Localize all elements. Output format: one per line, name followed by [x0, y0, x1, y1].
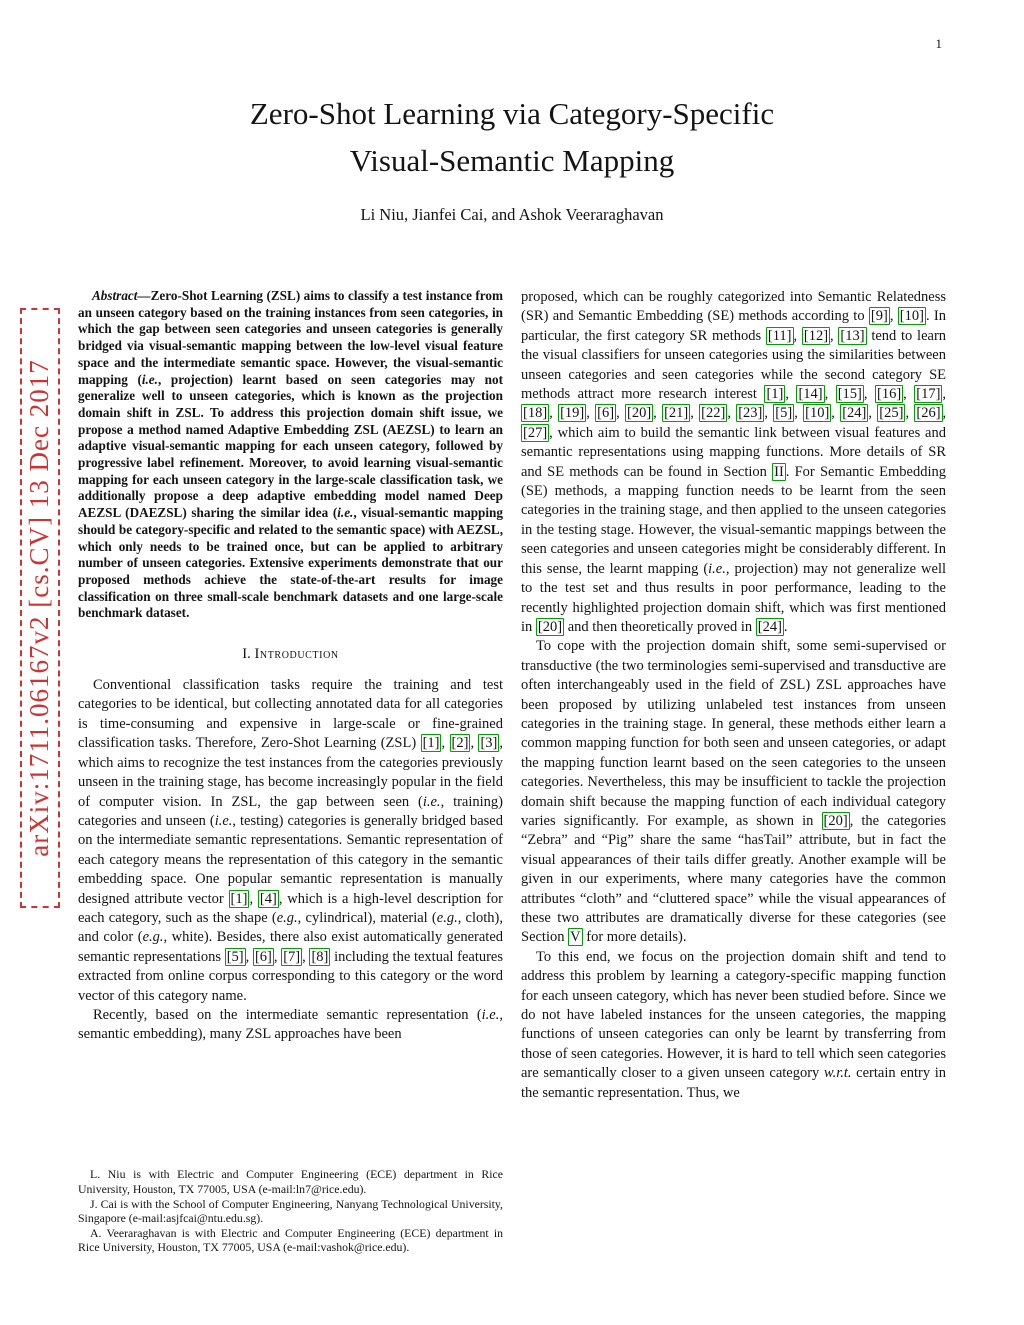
section-ref-link[interactable]: II: [772, 462, 786, 481]
section-title: Introduction: [254, 646, 339, 663]
left-column: Abstract—Zero-Shot Learning (ZSL) aims t…: [78, 288, 503, 1255]
paper-title-line-2: Visual-Semantic Mapping: [349, 143, 675, 178]
citation-link[interactable]: [15]: [835, 385, 864, 404]
footnote-author-3: A. Veeraraghavan is with Electric and Co…: [78, 1225, 503, 1255]
authors: Li Niu, Jianfei Cai, and Ashok Veeraragh…: [360, 205, 664, 224]
abstract-text: Zero-Shot Learning (ZSL) aims to classif…: [78, 288, 503, 621]
citation-link[interactable]: [5]: [224, 947, 246, 966]
citation-link[interactable]: [26]: [914, 404, 943, 423]
citation-link[interactable]: [17]: [914, 385, 943, 404]
arxiv-stamp[interactable]: arXiv:1711.06167v2 [cs.CV] 13 Dec 2017: [20, 308, 60, 908]
citation-link[interactable]: [11]: [765, 326, 794, 345]
footnote-author-1: L. Niu is with Electric and Computer Eng…: [78, 1167, 503, 1197]
citation-link[interactable]: [3]: [478, 734, 500, 753]
citation-link[interactable]: [1]: [228, 889, 250, 908]
abstract-label: Abstract—: [92, 288, 151, 303]
citation-link[interactable]: [1]: [764, 385, 786, 404]
intro-paragraph-2: Recently, based on the intermediate sema…: [78, 1006, 503, 1043]
latin-abbreviation: e.g.: [276, 909, 298, 926]
citation-link[interactable]: [5]: [773, 404, 795, 423]
latin-abbreviation: w.r.t.: [823, 1065, 852, 1082]
latin-abbreviation: i.e.: [481, 1006, 500, 1023]
citation-link[interactable]: [20]: [535, 617, 565, 636]
citation-link[interactable]: [24]: [755, 617, 784, 636]
citation-link[interactable]: [24]: [840, 404, 869, 423]
citation-link[interactable]: [7]: [281, 947, 303, 966]
latin-abbreviation: e.g.: [436, 909, 458, 926]
latin-abbreviation: e.g.: [142, 929, 164, 946]
citation-link[interactable]: [9]: [868, 307, 890, 326]
two-column-body: Abstract—Zero-Shot Learning (ZSL) aims t…: [78, 288, 946, 1255]
latin-abbreviation: i.e.: [214, 812, 233, 829]
citation-link[interactable]: [25]: [877, 404, 906, 423]
author-footnotes: L. Niu is with Electric and Computer Eng…: [78, 1157, 503, 1255]
latin-abbreviation: i.e.: [337, 505, 354, 521]
section-heading-introduction: I. Introduction: [78, 646, 503, 663]
citation-link[interactable]: [2]: [449, 734, 471, 753]
right-paragraph-2: To cope with the projection domain shift…: [521, 638, 946, 947]
footnote-author-2: J. Cai is with the School of Computer En…: [78, 1196, 503, 1226]
citation-link[interactable]: [21]: [662, 404, 691, 423]
citation-link[interactable]: [10]: [803, 404, 832, 423]
right-paragraph-3: To this end, we focus on the projection …: [521, 948, 946, 1101]
citation-link[interactable]: [22]: [699, 404, 728, 423]
intro-paragraph-1: Conventional classification tasks requir…: [78, 677, 503, 1004]
citation-link[interactable]: [19]: [558, 404, 587, 423]
paper-title-line-1: Zero-Shot Learning via Category-Specific: [249, 96, 775, 131]
citation-link[interactable]: [20]: [821, 811, 850, 830]
citation-link[interactable]: [13]: [838, 326, 867, 345]
citation-link[interactable]: [1]: [420, 734, 442, 753]
latin-abbreviation: i.e.: [708, 560, 726, 577]
citation-link[interactable]: [8]: [309, 947, 331, 966]
section-ref-link[interactable]: V: [568, 928, 583, 947]
paper-title: Zero-Shot Learning via Category-Specific…: [0, 90, 1024, 184]
page-number: 1: [935, 36, 943, 51]
citation-link[interactable]: [6]: [595, 404, 617, 423]
section-number: I.: [242, 646, 251, 663]
latin-abbreviation: i.e.: [422, 793, 441, 810]
citation-link[interactable]: [27]: [521, 423, 550, 442]
citation-link[interactable]: [20]: [624, 404, 654, 423]
citation-link[interactable]: [12]: [801, 326, 831, 345]
latin-abbreviation: i.e.: [141, 371, 158, 387]
citation-link[interactable]: [23]: [736, 404, 765, 423]
citation-link[interactable]: [10]: [897, 307, 926, 326]
right-column: proposed, which can be roughly categoriz…: [521, 288, 946, 1255]
right-paragraph-1: proposed, which can be roughly categoriz…: [521, 289, 946, 636]
citation-link[interactable]: [18]: [521, 404, 550, 423]
citation-link[interactable]: [4]: [257, 889, 279, 908]
abstract-paragraph: Abstract—Zero-Shot Learning (ZSL) aims t…: [78, 288, 503, 622]
citation-link[interactable]: [14]: [796, 385, 825, 404]
title-block: Zero-Shot Learning via Category-Specific…: [0, 90, 1024, 225]
citation-link[interactable]: [16]: [874, 385, 904, 404]
citation-link[interactable]: [6]: [252, 947, 274, 966]
